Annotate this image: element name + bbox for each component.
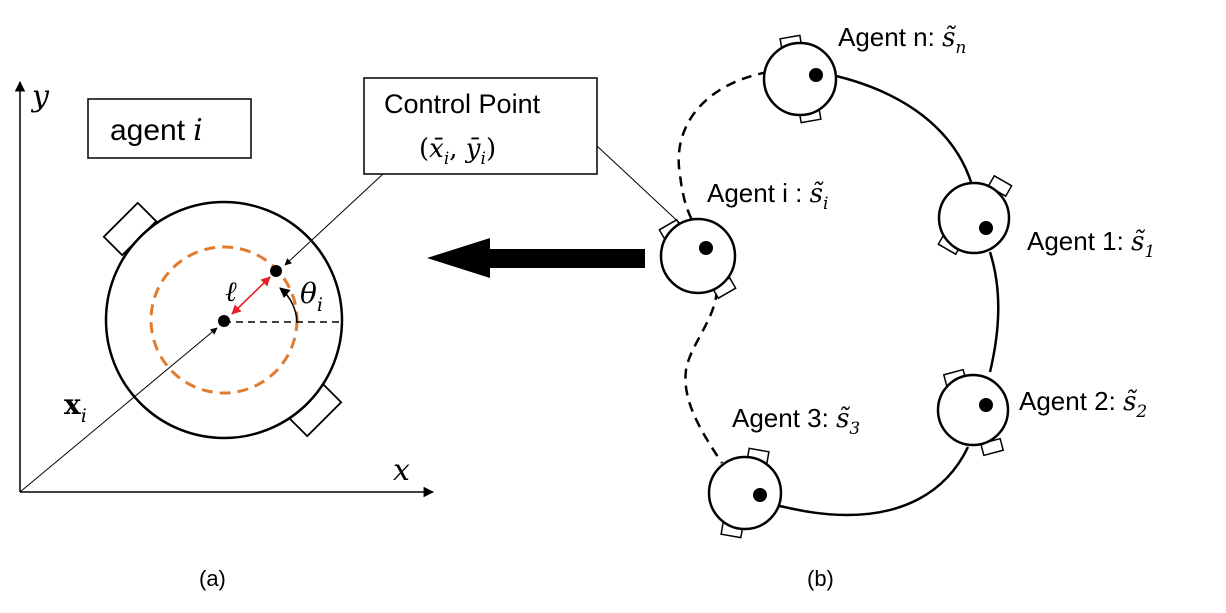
link-i-to-3 bbox=[684, 289, 724, 464]
agent-n-label: Agent n: s̃n bbox=[838, 22, 966, 58]
agent-i-label: Agent i : s̃i bbox=[707, 178, 828, 214]
agent-i-robot bbox=[658, 217, 737, 300]
control-point-callout: Control Point (x̄i, ȳi) bbox=[284, 77, 701, 266]
position-vector bbox=[19, 327, 218, 493]
agent-n-robot bbox=[762, 34, 838, 124]
zoom-arrow bbox=[427, 238, 645, 278]
angle-arc bbox=[279, 287, 298, 323]
agent-3-label: Agent 3: s̃3 bbox=[732, 403, 860, 439]
link-n-to-1 bbox=[831, 73, 974, 186]
control-point-box bbox=[363, 77, 598, 175]
y-axis-label: y bbox=[30, 79, 50, 114]
length-symbol: ℓ bbox=[225, 275, 237, 308]
x-axis-label: x bbox=[393, 453, 410, 488]
control-point-dot bbox=[270, 265, 282, 277]
agent-center-dot bbox=[218, 315, 230, 327]
link-2-to-3 bbox=[774, 446, 970, 517]
angle-symbol: θi bbox=[300, 277, 323, 316]
length-arrow bbox=[231, 276, 271, 315]
panel-b: Agent n: s̃n Agent i : s̃i Agent 1: s̃1 … bbox=[658, 22, 1155, 591]
agent-3-robot bbox=[707, 447, 783, 539]
callout-pointer-a bbox=[284, 173, 384, 266]
agent-2-robot bbox=[936, 368, 1010, 457]
agent-1-label: Agent 1: s̃1 bbox=[1027, 226, 1155, 262]
position-vector-label: xi bbox=[64, 388, 87, 427]
control-point-coords: (x̄i, ȳi) bbox=[419, 134, 496, 169]
caption-b: (b) bbox=[807, 566, 834, 591]
link-n-to-i bbox=[677, 70, 769, 229]
agent-robot: ℓ θi bbox=[102, 200, 344, 440]
caption-a: (a) bbox=[199, 566, 226, 591]
link-1-to-2 bbox=[988, 251, 1000, 373]
agent-label-box bbox=[87, 98, 252, 159]
control-point-title: Control Point bbox=[384, 89, 541, 119]
agent-2-label: Agent 2: s̃2 bbox=[1019, 386, 1147, 422]
agent-1-robot bbox=[937, 174, 1013, 256]
